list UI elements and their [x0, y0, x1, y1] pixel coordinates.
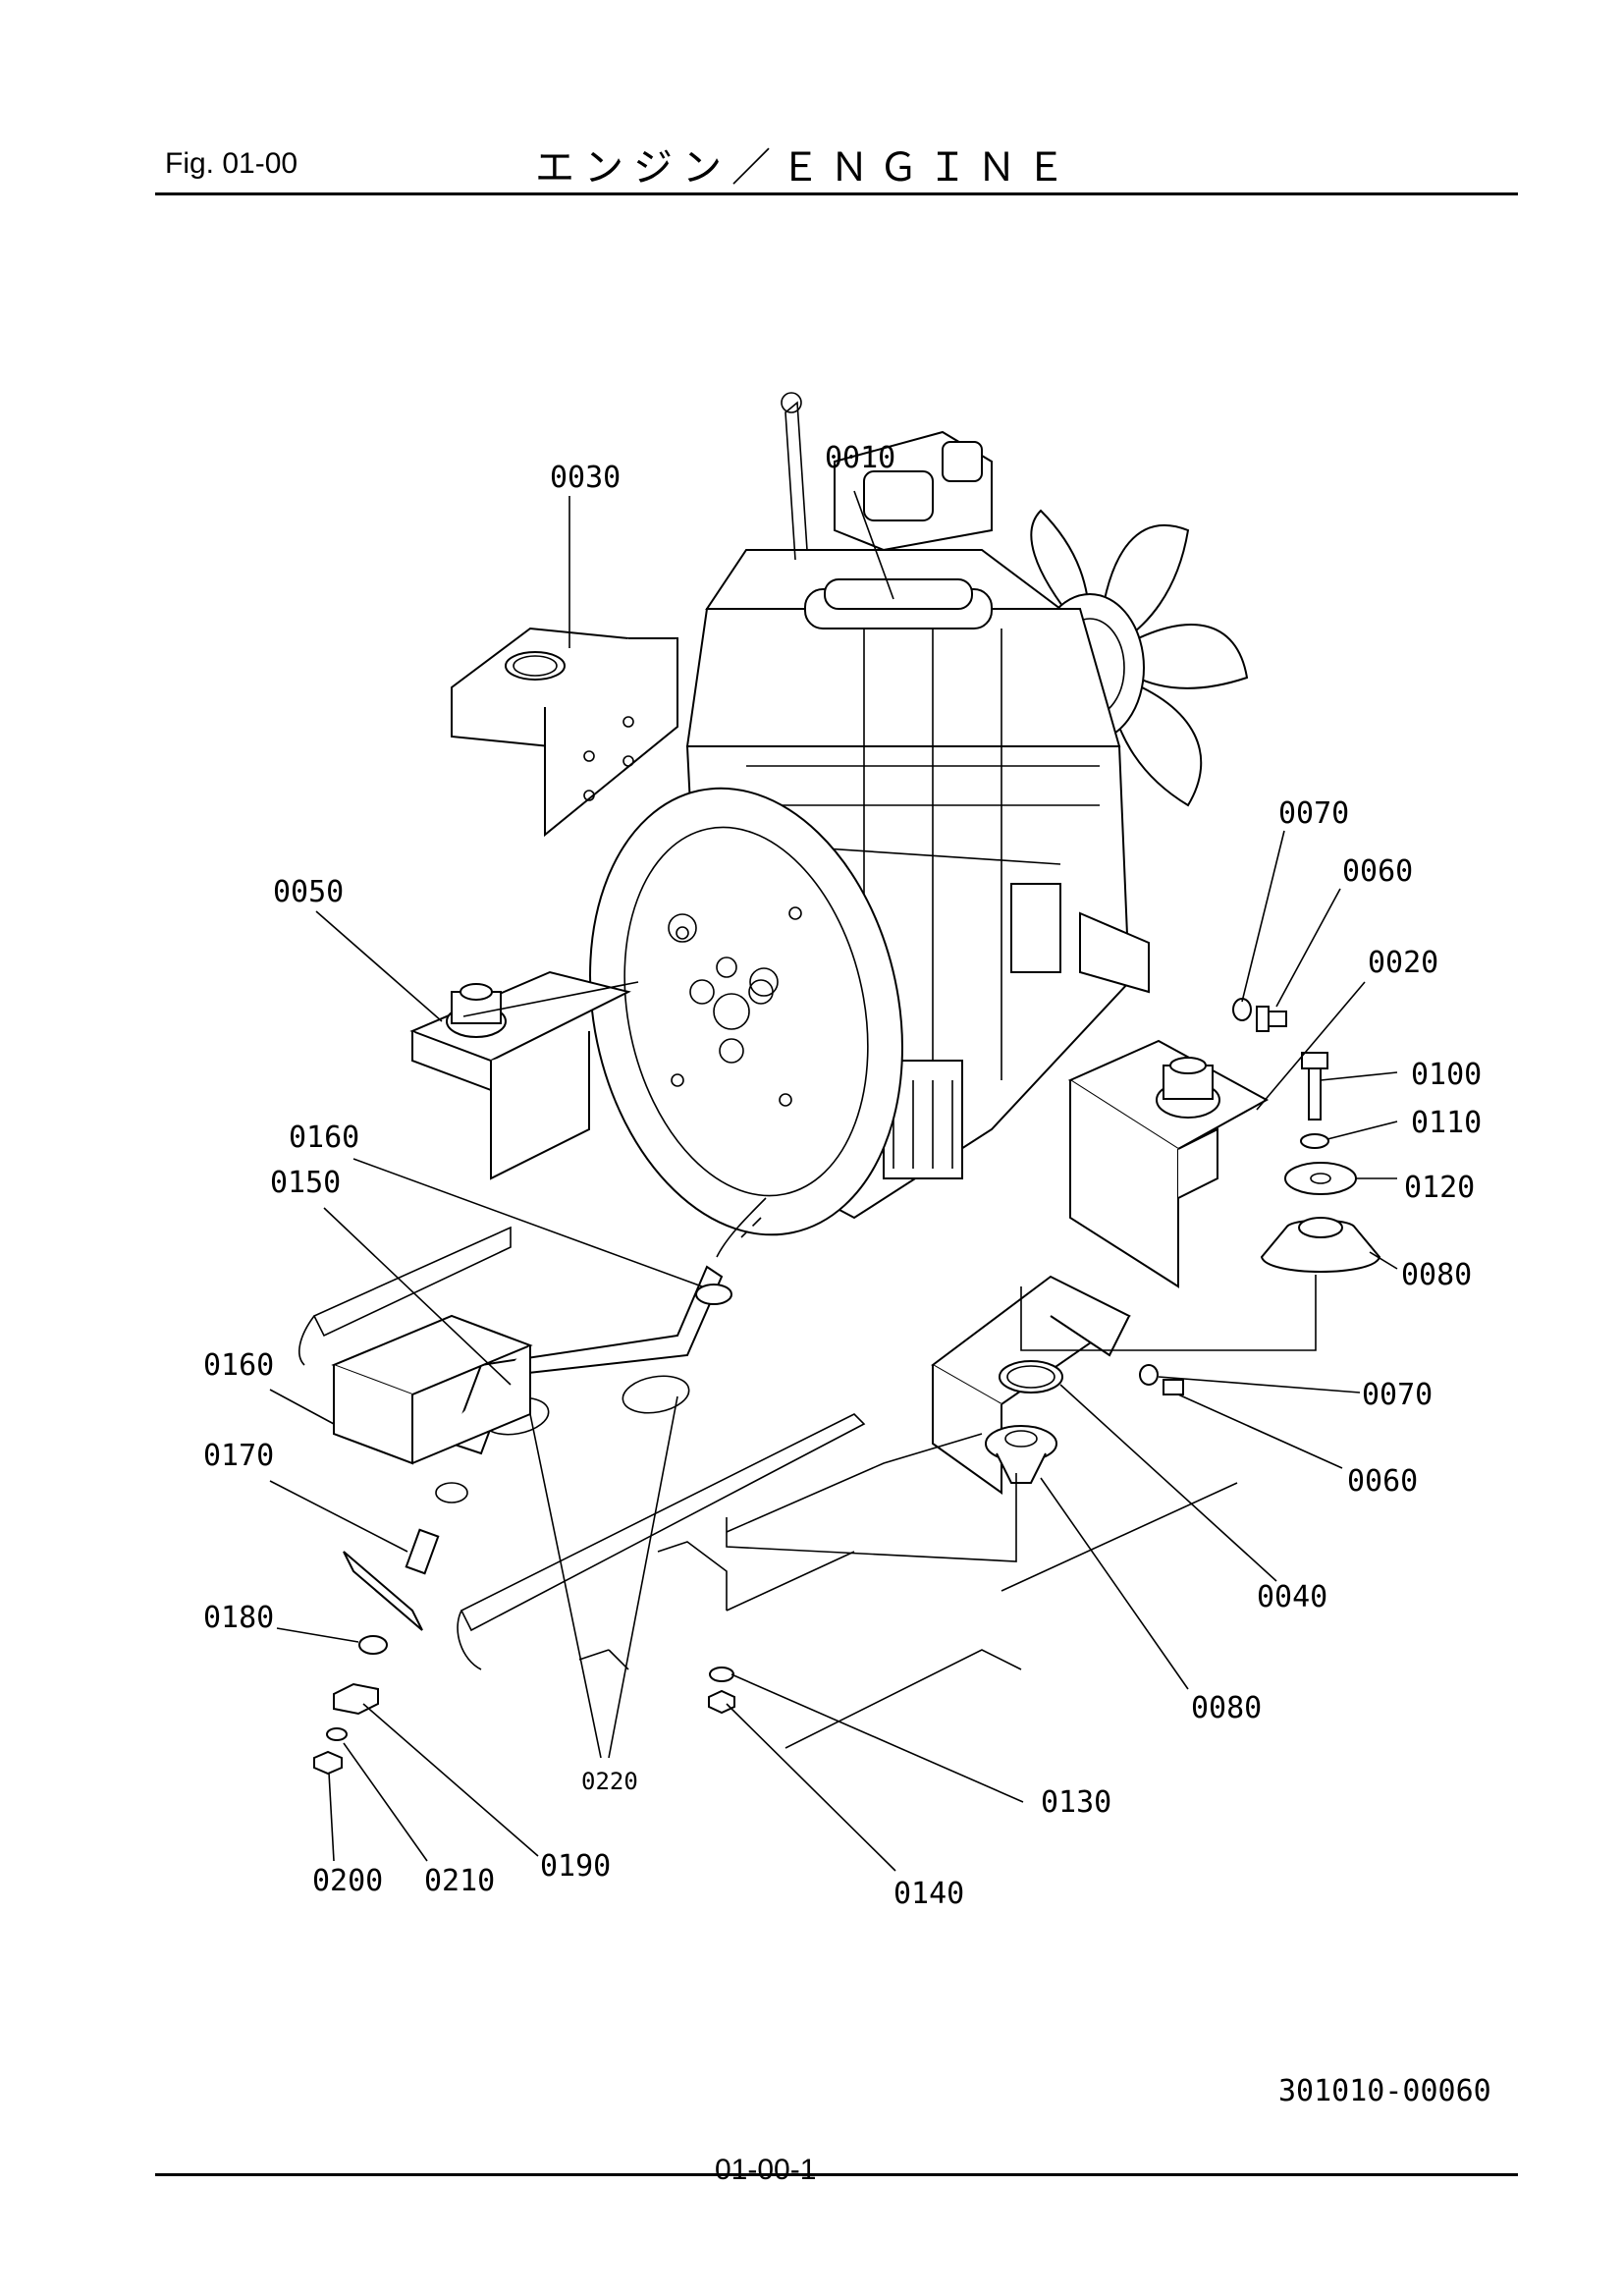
frame-rails: [298, 1226, 1238, 1749]
flywheel-housing: [589, 787, 903, 1236]
callout-0160-upper: 0160: [289, 1121, 359, 1155]
callout-0130: 0130: [1041, 1785, 1111, 1820]
leader-lines: [269, 490, 1398, 1872]
callout-0150: 0150: [270, 1166, 341, 1200]
mount-bracket-0040: [931, 1275, 1184, 1495]
callout-0120: 0120: [1404, 1171, 1475, 1205]
mount-bracket-0020: [1067, 1039, 1270, 1288]
callout-0220: 0220: [581, 1768, 638, 1795]
mount-hardware-stack: [1260, 1052, 1381, 1273]
callout-0040: 0040: [1257, 1580, 1327, 1614]
footer-rule: [155, 2173, 1518, 2176]
drawing-reference-code: 301010-00060: [1278, 2074, 1491, 2108]
callout-0160-lower: 0160: [203, 1348, 274, 1383]
page-number: 01-00-1: [715, 2154, 817, 2186]
callout-0170: 0170: [203, 1439, 274, 1473]
engine-assembly: [589, 392, 1249, 1236]
callout-0020: 0020: [1368, 946, 1438, 980]
callout-0110: 0110: [1411, 1106, 1482, 1140]
callout-0080-upper: 0080: [1401, 1258, 1472, 1292]
callout-labels: 0010 0030 0070 0060 0020 0050 0100 0110 …: [203, 441, 1482, 1911]
callout-0100: 0100: [1411, 1058, 1482, 1092]
callout-0060-upper: 0060: [1342, 854, 1413, 889]
callout-0200: 0200: [312, 1864, 383, 1898]
callout-0180: 0180: [203, 1601, 274, 1635]
bracket-0030: [451, 627, 678, 838]
bolt-washer-upper: [1232, 998, 1287, 1032]
callout-0030: 0030: [550, 461, 621, 495]
mount-bracket-0050: [409, 970, 631, 1180]
callout-0060-lower: 0060: [1347, 1464, 1418, 1499]
callout-0010: 0010: [825, 441, 895, 475]
callout-0190: 0190: [540, 1849, 611, 1884]
callout-0050: 0050: [273, 875, 344, 909]
callout-0070-upper: 0070: [1278, 796, 1349, 831]
page-title: エンジン／ＥＮＧＩＮＥ: [535, 145, 1075, 191]
callout-0070-lower: 0070: [1362, 1378, 1433, 1412]
callout-0080-lower: 0080: [1191, 1691, 1262, 1725]
callout-0210: 0210: [424, 1864, 495, 1898]
header-rule: [155, 192, 1518, 195]
figure-number: Fig. 01-00: [165, 147, 298, 180]
callout-0140: 0140: [893, 1877, 964, 1911]
